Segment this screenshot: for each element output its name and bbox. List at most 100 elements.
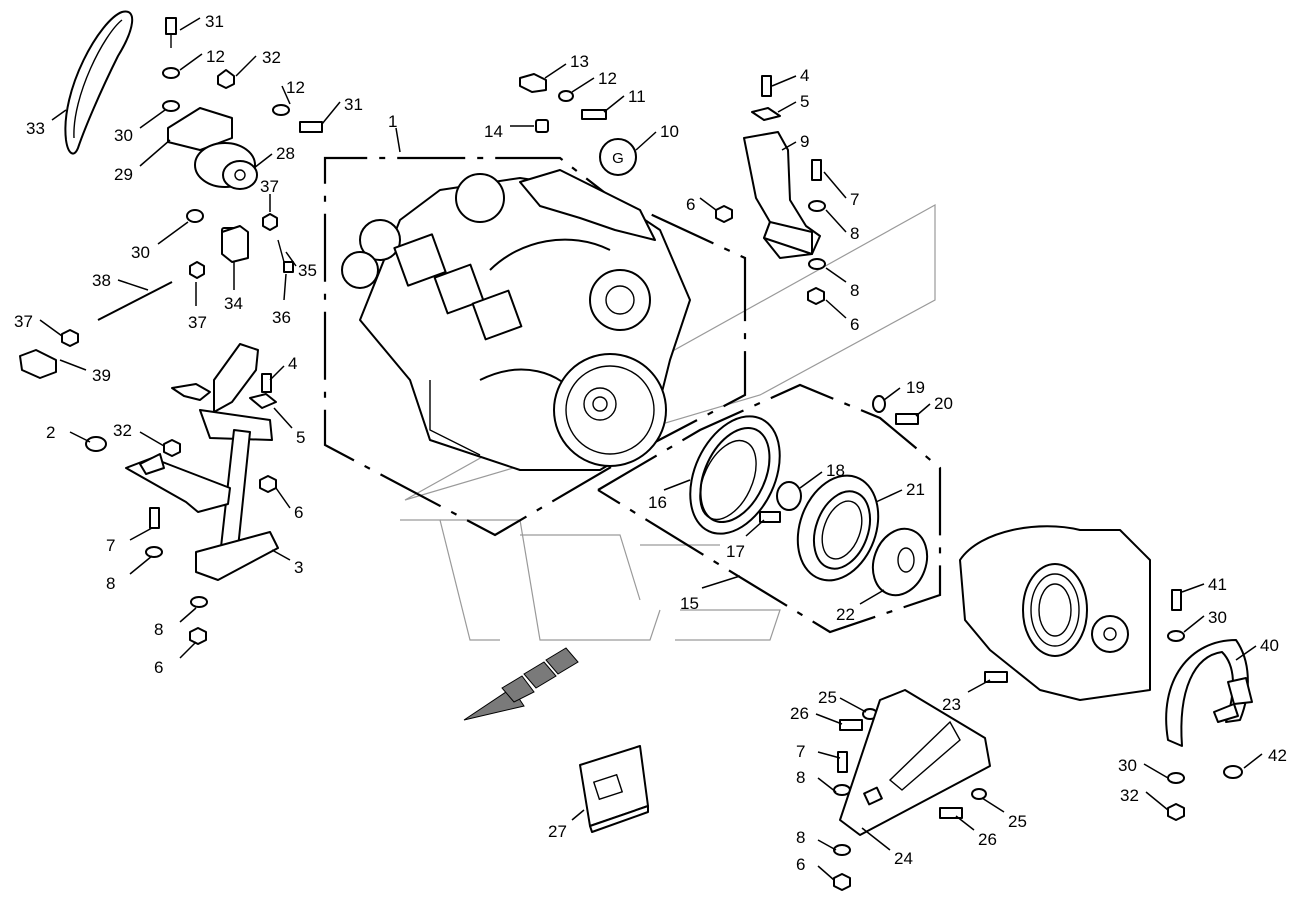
callout-10: 10	[660, 122, 679, 141]
leader-line-16	[663, 479, 691, 491]
callout-36: 36	[272, 308, 291, 327]
callout-24: 24	[894, 849, 913, 868]
callout-8: 8	[796, 828, 805, 847]
callout-37: 37	[260, 177, 279, 196]
callout-31: 31	[344, 95, 363, 114]
callout-6: 6	[154, 658, 163, 677]
callout-6: 6	[686, 195, 695, 214]
leader-line-21	[875, 489, 903, 503]
leader-line-5	[273, 407, 293, 429]
leader-line-4	[269, 365, 285, 381]
leader-line-26	[815, 713, 843, 725]
pump-bracket	[839, 689, 991, 836]
leader-line-30	[139, 109, 166, 129]
bracket-34	[221, 225, 285, 263]
callout-2: 2	[46, 423, 55, 442]
leader-line-30	[1143, 763, 1169, 779]
leader-line-41	[1181, 583, 1205, 593]
callout-21: 21	[906, 480, 925, 499]
callout-32: 32	[113, 421, 132, 440]
callout-41: 41	[1208, 575, 1227, 594]
callout-30: 30	[131, 243, 150, 262]
leader-line-9	[781, 141, 797, 151]
leader-line-37	[39, 319, 63, 337]
callout-28: 28	[276, 144, 295, 163]
leader-line-6	[275, 487, 291, 509]
hardware-items	[61, 17, 1243, 891]
leader-line-30	[1183, 615, 1205, 633]
leader-line-8	[825, 209, 847, 233]
leader-line-25	[981, 797, 1005, 813]
callout-20: 20	[934, 394, 953, 413]
callout-39: 39	[92, 366, 111, 385]
leader-line-32	[235, 55, 257, 77]
callout-37: 37	[14, 312, 33, 331]
callout-6: 6	[294, 503, 303, 522]
tensioner-rod	[19, 281, 173, 379]
leader-line-7	[817, 751, 841, 759]
callout-11: 11	[628, 87, 646, 106]
leader-line-25	[839, 697, 867, 713]
leader-line-15	[701, 575, 741, 589]
leader-line-19	[883, 387, 901, 401]
leader-line-12	[571, 77, 595, 93]
leader-line-42	[1243, 753, 1263, 769]
callout-7: 7	[106, 536, 115, 555]
callout-8: 8	[850, 281, 859, 300]
leader-line-18	[799, 471, 823, 489]
callout-18: 18	[826, 461, 845, 480]
leader-line-2	[69, 431, 91, 443]
callout-15: 15	[680, 594, 699, 613]
leader-line-6	[179, 641, 197, 659]
coupling-gear	[796, 474, 880, 582]
leader-line-22	[859, 589, 885, 605]
leader-line-4	[771, 75, 797, 87]
leader-line-31	[179, 17, 201, 31]
callout-5: 5	[296, 428, 305, 447]
callout-9: 9	[800, 132, 809, 151]
leader-line-27	[571, 809, 585, 821]
control-module	[579, 745, 649, 833]
callout-25: 25	[818, 688, 837, 707]
callout-1: 1	[388, 112, 397, 131]
leader-line-32	[139, 431, 165, 447]
callout-38: 38	[92, 271, 111, 290]
callout-25: 25	[1008, 812, 1027, 831]
callout-34: 34	[224, 294, 243, 313]
callout-12: 12	[598, 69, 617, 88]
callout-33: 33	[26, 119, 45, 138]
leader-line-6	[699, 197, 717, 211]
assembly-boundaries	[323, 156, 942, 634]
leader-line-8	[179, 607, 197, 623]
flywheel-ring	[689, 415, 781, 535]
callout-23: 23	[942, 695, 961, 714]
leader-line-23	[967, 679, 991, 693]
leader-lines	[39, 17, 1263, 881]
leader-line-35	[285, 251, 297, 267]
callout-26: 26	[790, 704, 809, 723]
callout-27: 27	[548, 822, 567, 841]
callout-6: 6	[850, 315, 859, 334]
leader-line-11	[603, 95, 625, 113]
leader-line-36	[283, 273, 287, 301]
engine-mount-frame	[125, 343, 279, 581]
hub	[871, 527, 929, 597]
leader-line-32	[1145, 791, 1169, 811]
callout-32: 32	[1120, 786, 1139, 805]
callout-7: 7	[796, 742, 805, 761]
leader-line-6	[825, 299, 847, 319]
callout-32: 32	[262, 48, 281, 67]
callout-31: 31	[205, 12, 224, 31]
leader-line-30	[157, 221, 189, 245]
leader-line-12	[281, 85, 291, 105]
callout-26: 26	[978, 830, 997, 849]
callout-13: 13	[570, 52, 589, 71]
group-symbol: G	[599, 138, 637, 176]
callout-8: 8	[106, 574, 115, 593]
leader-line-5	[777, 101, 797, 113]
leader-line-7	[129, 527, 153, 541]
leader-line-33	[51, 109, 67, 121]
callout-4: 4	[800, 66, 809, 85]
callout-22: 22	[836, 605, 855, 624]
